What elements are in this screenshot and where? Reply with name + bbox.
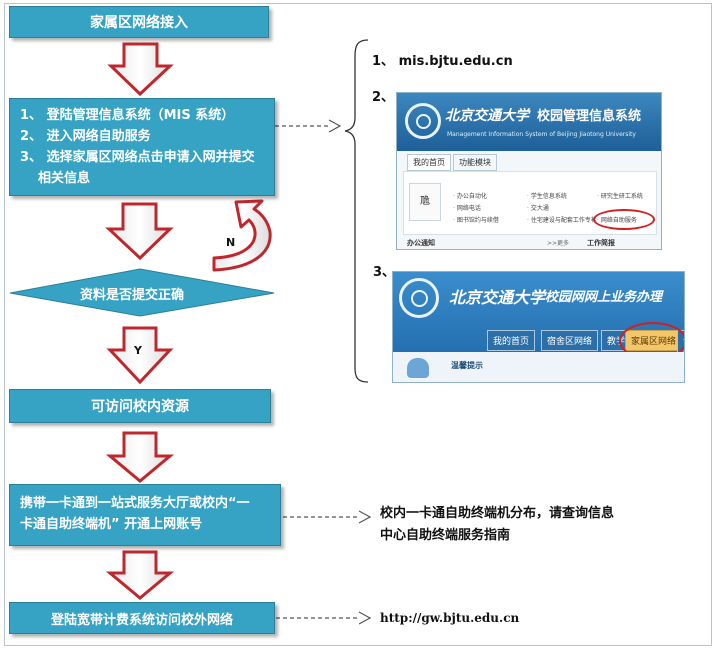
- mis-tab-home[interactable]: 我的首页: [407, 154, 451, 171]
- step-open-account-line-2: 卡通自助终端机” 开通上网账号: [20, 517, 203, 532]
- step-open-account: 携带一卡通到一站式服务大厅或校内“一 卡通自助终端机” 开通上网账号: [9, 484, 281, 546]
- step-mis-line-4: 相关信息: [38, 171, 91, 186]
- mis-item-oa[interactable]: 办公自动化: [453, 191, 487, 200]
- step-mis-line-3: 3、 选择家属区网络点击申请入网并提交: [20, 150, 255, 165]
- step-campus-resources: 可访问校内资源: [9, 389, 271, 423]
- mis-system-subtitle: Management Information System of Beijing…: [447, 131, 636, 138]
- mis-banner: [397, 93, 661, 151]
- mis-footer-more[interactable]: >>更多: [547, 240, 570, 247]
- step-broadband-login: 登陆宽带计费系统访问校外网络: [9, 602, 275, 634]
- down-arrow-2: [105, 202, 174, 261]
- step-mis-line-2: 2、 进入网络自助服务: [20, 129, 151, 144]
- step-open-account-line-1: 携带一卡通到一站式服务大厅或校内“一: [20, 496, 250, 511]
- left-brace: [344, 39, 369, 383]
- note-step-2: 2、: [372, 90, 395, 105]
- down-arrow-4: [105, 431, 175, 483]
- mis-item-phone[interactable]: 网络电话: [453, 203, 481, 212]
- step-mis-login: 1、 登陆管理信息系统（MIS 系统） 2、 进入网络自助服务 3、 选择家属区…: [9, 98, 275, 196]
- loop-back-arrow: [212, 199, 272, 272]
- outer-frame: [4, 3, 712, 646]
- portal-tab-home[interactable]: 我的首页: [487, 330, 536, 351]
- mis-calligraphy-logo: 北京交通大学: [445, 108, 529, 124]
- decision-label: 资料是否提交正确: [80, 288, 185, 303]
- mis-footer-right: 工作简报: [587, 239, 615, 247]
- step-campus-resources-label: 可访问校内资源: [91, 399, 189, 415]
- mis-screenshot: 北京交通大学 校园管理信息系统 Management Information S…: [396, 92, 662, 250]
- down-arrow-5: [105, 550, 175, 600]
- step-network-access-label: 家属区网络接入: [90, 15, 188, 31]
- mis-footer-left: 办公通知: [407, 239, 435, 247]
- mis-item-library[interactable]: 图书馆约与续借: [453, 215, 499, 224]
- step-mis-line-1: 1、 登陆管理信息系统（MIS 系统）: [20, 108, 235, 123]
- gw-url[interactable]: http://gw.bjtu.edu.cn: [380, 611, 520, 625]
- label-no: N: [226, 236, 236, 249]
- kiosk-note-line-2: 中心自助终端服务指南: [380, 528, 511, 543]
- portal-users-icon: [407, 358, 429, 378]
- portal-tab-dorm[interactable]: 宿舍区网络: [541, 330, 599, 351]
- portal-title: 校园网网上业务办理: [545, 290, 663, 305]
- step-network-access: 家属区网络接入: [9, 6, 269, 38]
- note-mis-url: 1、 mis.bjtu.edu.cn: [372, 54, 513, 69]
- note-step-3: 3、: [373, 265, 396, 280]
- mis-highlight-circle: [593, 209, 655, 230]
- down-arrow-3: [106, 326, 174, 385]
- mis-item-graduate[interactable]: 研究生研工系统: [597, 191, 643, 200]
- mis-item-jdt[interactable]: 交大通: [527, 203, 549, 212]
- mis-item-student[interactable]: 学生信息系统: [527, 191, 567, 200]
- portal-notice: 温馨提示: [451, 361, 483, 370]
- label-yes: Y: [134, 344, 142, 357]
- university-seal-icon: [405, 103, 441, 139]
- mis-system-title: 校园管理信息系统: [537, 109, 642, 124]
- step-broadband-login-label: 登陆宽带计费系统访问校外网络: [50, 612, 233, 628]
- decision-diamond: [9, 268, 275, 317]
- portal-screenshot: 北京交通大学 校园网网上业务办理 我的首页 宿舍区网络 教学区网络 家属区网络 …: [392, 271, 685, 383]
- kiosk-note-line-1: 校内一卡通自助终端机分布，请查询信息: [380, 506, 615, 521]
- portal-calligraphy-logo: 北京交通大学: [449, 288, 546, 307]
- portal-content-area: [393, 352, 684, 382]
- mis-tab-modules[interactable]: 功能模块: [453, 154, 497, 171]
- mis-item-housing[interactable]: 住宅建设与配套工作专栏: [527, 215, 597, 224]
- down-arrow-1: [107, 42, 174, 97]
- portal-seal-icon: [399, 278, 439, 318]
- mis-avatar: 卼: [409, 183, 441, 221]
